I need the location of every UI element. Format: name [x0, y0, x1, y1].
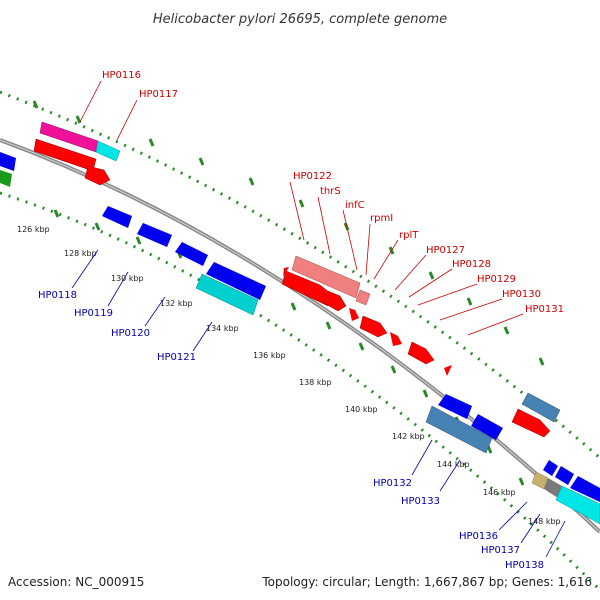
- gene-label: HP0138: [505, 560, 544, 571]
- gene-grey: [544, 478, 562, 498]
- gene-blue-8: [555, 466, 574, 485]
- forward-labels: HP0116 HP0117 HP0122 thrS infC rpmI rplT…: [102, 70, 564, 315]
- reverse-labels: HP0118 HP0119 HP0120 HP0121 HP0132 HP013…: [38, 290, 544, 571]
- gene-label: HP0120: [111, 328, 150, 339]
- kbp-label: 128 kbp: [64, 249, 97, 258]
- kbp-labels: 126 kbp 128 kbp 130 kbp 132 kbp 134 kbp …: [17, 225, 561, 526]
- gene-hp0121: [195, 273, 259, 316]
- gene-hp0122: [291, 255, 361, 299]
- gene-green-left: [0, 170, 12, 187]
- kbp-label: 130 kbp: [111, 274, 144, 283]
- reverse-genes: [0, 152, 600, 525]
- gene-label: HP0136: [459, 531, 498, 542]
- gene-label: HP0116: [102, 70, 141, 81]
- gene-hp0117: [95, 140, 121, 162]
- gene-red-8: [407, 341, 435, 365]
- gene-steelblue-1: [521, 392, 561, 423]
- outer-dotted-ring: [0, 90, 600, 460]
- gene-label: HP0130: [502, 289, 541, 300]
- gene-small-red: [283, 267, 289, 277]
- gene-red-7: [390, 332, 402, 346]
- gene-label: HP0137: [481, 545, 520, 556]
- outer-tick-marks: [32, 100, 545, 366]
- gene-red-6: [359, 315, 388, 338]
- gene-hp0132: [425, 405, 493, 454]
- kbp-label: 144 kbp: [437, 460, 470, 469]
- gene-thrs: [355, 289, 371, 306]
- topology-text: Topology: circular; Length: 1,667,867 bp…: [261, 575, 592, 589]
- gene-red-5: [349, 308, 359, 321]
- gene-label: HP0127: [426, 245, 465, 256]
- gene-label: HP0118: [38, 290, 77, 301]
- gene-blue-5: [438, 394, 472, 419]
- gene-blue-9: [570, 476, 600, 502]
- forward-genes: [33, 121, 561, 438]
- gene-cyan-right: [555, 485, 600, 525]
- gene-label: infC: [345, 200, 365, 211]
- gene-label: HP0131: [525, 304, 564, 315]
- gene-label: HP0117: [139, 89, 178, 100]
- backbone: [0, 138, 600, 534]
- gene-label: HP0119: [74, 308, 113, 319]
- kbp-label: 146 kbp: [483, 488, 516, 497]
- gene-red-2: [84, 165, 111, 186]
- forward-leaders: [79, 80, 524, 336]
- gene-label: HP0128: [452, 259, 491, 270]
- kbp-label: 126 kbp: [17, 225, 50, 234]
- gene-label: rpmI: [370, 213, 393, 224]
- gene-label: HP0122: [293, 171, 332, 182]
- gene-blue-7: [543, 460, 558, 476]
- kbp-label: 138 kbp: [299, 378, 332, 387]
- kbp-label: 148 kbp: [528, 517, 561, 526]
- kbp-label: 132 kbp: [160, 299, 193, 308]
- kbp-label: 136 kbp: [253, 351, 286, 360]
- gene-red-10: [511, 408, 551, 438]
- gene-red-9: [444, 365, 452, 376]
- gene-label: HP0129: [477, 274, 516, 285]
- gene-blue-2: [137, 223, 172, 247]
- map-title: Helicobacter pylori 26695, complete geno…: [153, 12, 447, 27]
- gene-blue-1: [102, 206, 132, 228]
- gene-blue-3: [175, 242, 208, 266]
- backbone-highlight: [0, 139, 600, 533]
- gene-label: HP0133: [401, 496, 440, 507]
- gene-blue-left: [0, 152, 16, 171]
- kbp-label: 140 kbp: [345, 405, 378, 414]
- reverse-leaders: [71, 249, 566, 558]
- gene-label: HP0132: [373, 478, 412, 489]
- gene-label: HP0121: [157, 352, 196, 363]
- inner-dotted-ring: [0, 191, 600, 592]
- kbp-label: 142 kbp: [392, 432, 425, 441]
- gene-blue-4: [206, 262, 266, 300]
- gene-label: rplT: [399, 230, 419, 241]
- gene-red-4: [323, 290, 347, 312]
- gene-blue-6: [471, 414, 503, 440]
- accession-text: Accession: NC_000915: [8, 575, 144, 589]
- gene-label: thrS: [320, 186, 341, 197]
- kbp-label: 134 kbp: [206, 324, 239, 333]
